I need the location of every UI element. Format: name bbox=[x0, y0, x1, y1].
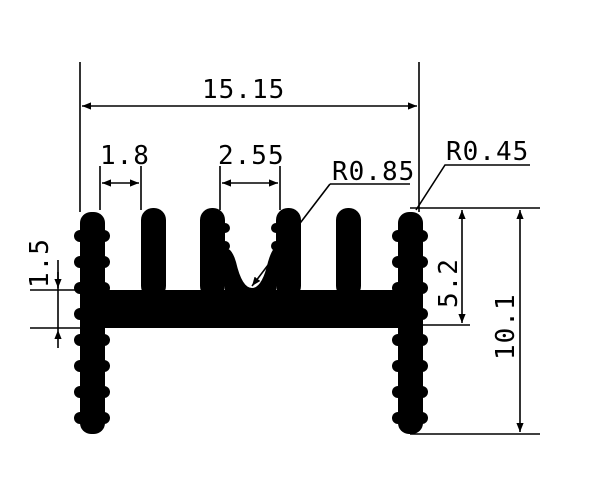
dim-overall-width: 15.15 bbox=[202, 75, 285, 105]
fin-2 bbox=[200, 208, 225, 298]
fin-3 bbox=[276, 208, 301, 298]
dim-groove-radius: R0.85 bbox=[332, 157, 415, 187]
center-groove bbox=[225, 248, 276, 298]
right-wall-ribs bbox=[392, 230, 428, 424]
dimension-lines bbox=[54, 102, 530, 432]
dim-fin-gap: 2.55 bbox=[218, 141, 285, 171]
dim-base-thickness: 1.5 bbox=[25, 238, 55, 288]
fin-4 bbox=[336, 208, 361, 298]
groove-ridges bbox=[220, 223, 281, 269]
left-wall bbox=[80, 212, 105, 434]
left-wall-ribs bbox=[74, 230, 110, 424]
fin-1 bbox=[141, 208, 166, 298]
dimension-texts: 15.15 1.8 2.55 R0.85 R0.45 1.5 5.2 10.1 bbox=[25, 75, 529, 360]
heatsink-profile bbox=[74, 208, 428, 434]
leader-tip-radius bbox=[415, 164, 530, 211]
dim-total-height: 10.1 bbox=[491, 293, 521, 360]
dim-fin-thickness: 1.8 bbox=[100, 141, 150, 171]
dim-tip-radius: R0.45 bbox=[446, 137, 529, 167]
right-wall bbox=[398, 212, 423, 434]
extension-lines bbox=[30, 62, 540, 435]
dim-fin-height: 5.2 bbox=[434, 258, 464, 308]
